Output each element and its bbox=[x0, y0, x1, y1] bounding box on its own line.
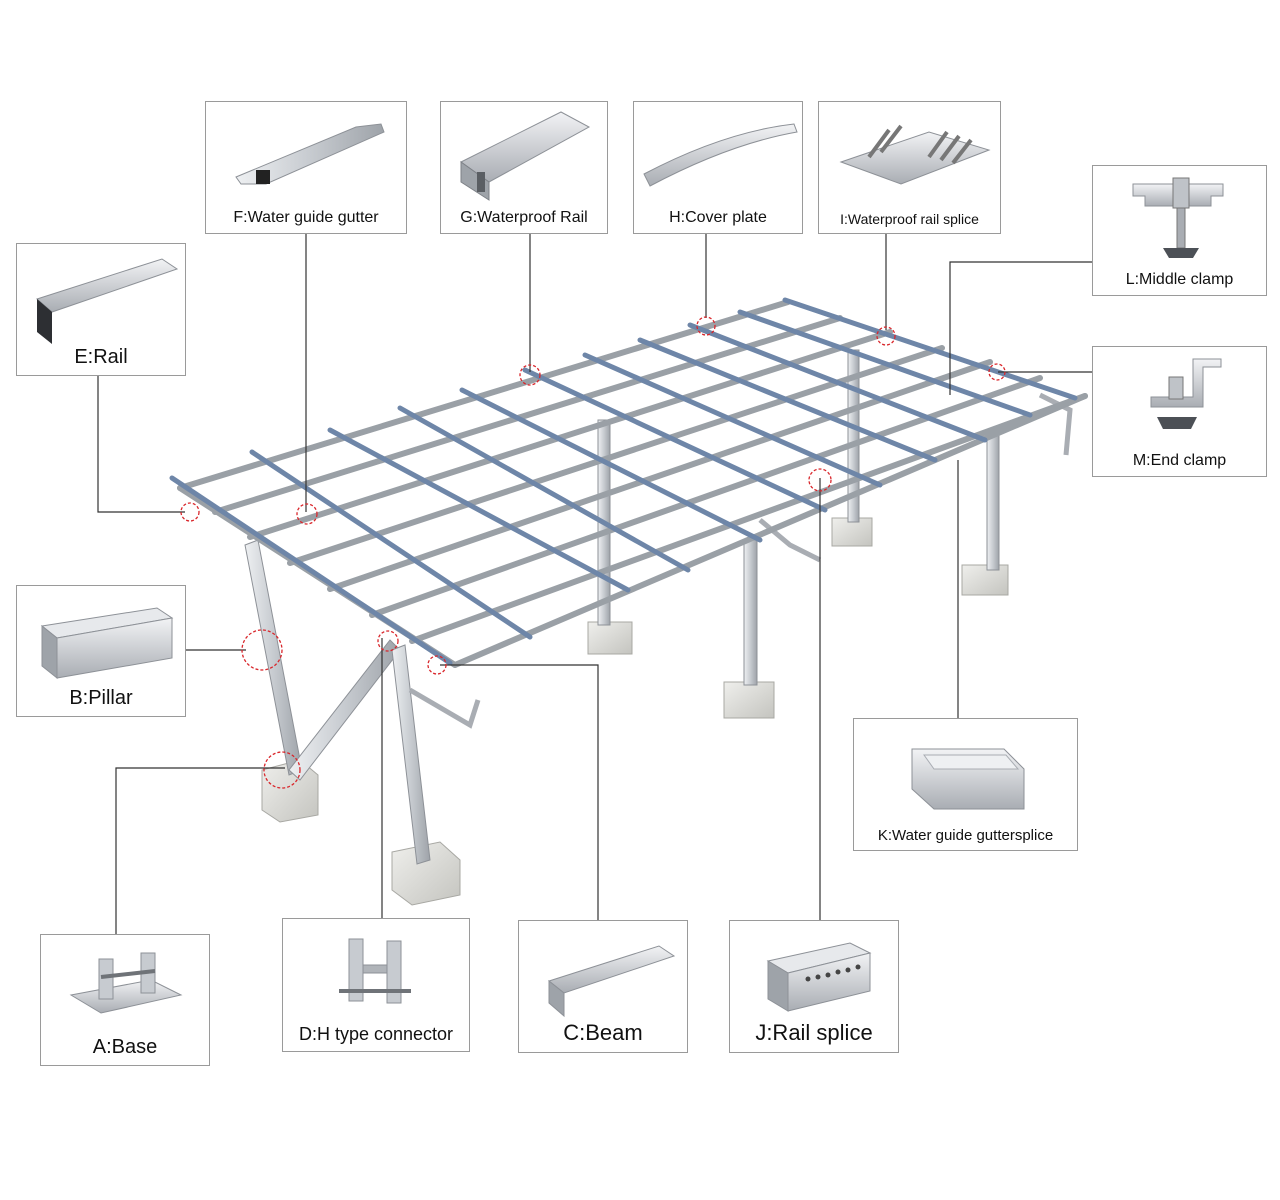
label-waterproof-rail: G:Waterproof Rail bbox=[440, 101, 608, 234]
label-waterproof-rail-splice: I:Waterproof rail splice bbox=[818, 101, 1001, 234]
front-supports bbox=[244, 392, 1073, 906]
rail-thumb bbox=[36, 258, 179, 344]
beams bbox=[177, 299, 1088, 668]
leader-C bbox=[440, 664, 599, 920]
footing-front-right bbox=[391, 841, 461, 906]
pillar bbox=[743, 539, 758, 686]
leader-E bbox=[97, 376, 185, 513]
callout-markers bbox=[180, 316, 1006, 789]
footing bbox=[961, 564, 1009, 596]
diagonal-brace bbox=[288, 639, 401, 781]
clamp-thumb bbox=[1132, 177, 1224, 258]
label-end-clamp: M:End clamp bbox=[1092, 346, 1267, 477]
label-beam: C:Beam bbox=[518, 920, 688, 1053]
clamp-thumb bbox=[1150, 358, 1222, 429]
cover-plate-thumb bbox=[643, 123, 798, 187]
label-h-type-connector: D:H type connector bbox=[282, 918, 470, 1052]
pillar-front-left bbox=[244, 539, 303, 776]
footing bbox=[587, 621, 633, 655]
leader-lines bbox=[97, 234, 1092, 934]
label-rail-splice: J:Rail splice bbox=[729, 920, 899, 1053]
leader-L bbox=[949, 261, 1092, 395]
gutter-thumb bbox=[911, 748, 1025, 810]
waterproof-rails bbox=[169, 297, 1078, 666]
rail-thumb bbox=[460, 111, 591, 201]
label-base: A:Base bbox=[40, 934, 210, 1066]
gutter-downpipe bbox=[1038, 392, 1073, 456]
pillar bbox=[986, 429, 1000, 571]
beam-thumb bbox=[547, 945, 676, 1018]
base-thumb bbox=[69, 952, 183, 1014]
splice-thumb bbox=[766, 942, 872, 1012]
label-cover-plate: H:Cover plate bbox=[633, 101, 803, 234]
label-water-guide-gutter-splice: K:Water guide guttersplice bbox=[853, 718, 1078, 851]
gutter-downpipe bbox=[758, 518, 822, 563]
leader-A bbox=[115, 767, 285, 934]
label-pillar: B:Pillar bbox=[16, 585, 186, 717]
footing bbox=[723, 681, 775, 719]
gutter-thumb bbox=[235, 123, 385, 185]
label-rail: E:Rail bbox=[16, 243, 186, 376]
gutter-downpipe bbox=[408, 687, 481, 729]
splice-thumb bbox=[839, 124, 991, 185]
pillar-front-right bbox=[391, 644, 431, 865]
pillar-thumb bbox=[40, 607, 174, 680]
label-water-guide-gutter: F:Water guide gutter bbox=[205, 101, 407, 234]
connector-thumb bbox=[339, 938, 411, 1004]
label-middle-clamp: L:Middle clamp bbox=[1092, 165, 1267, 296]
